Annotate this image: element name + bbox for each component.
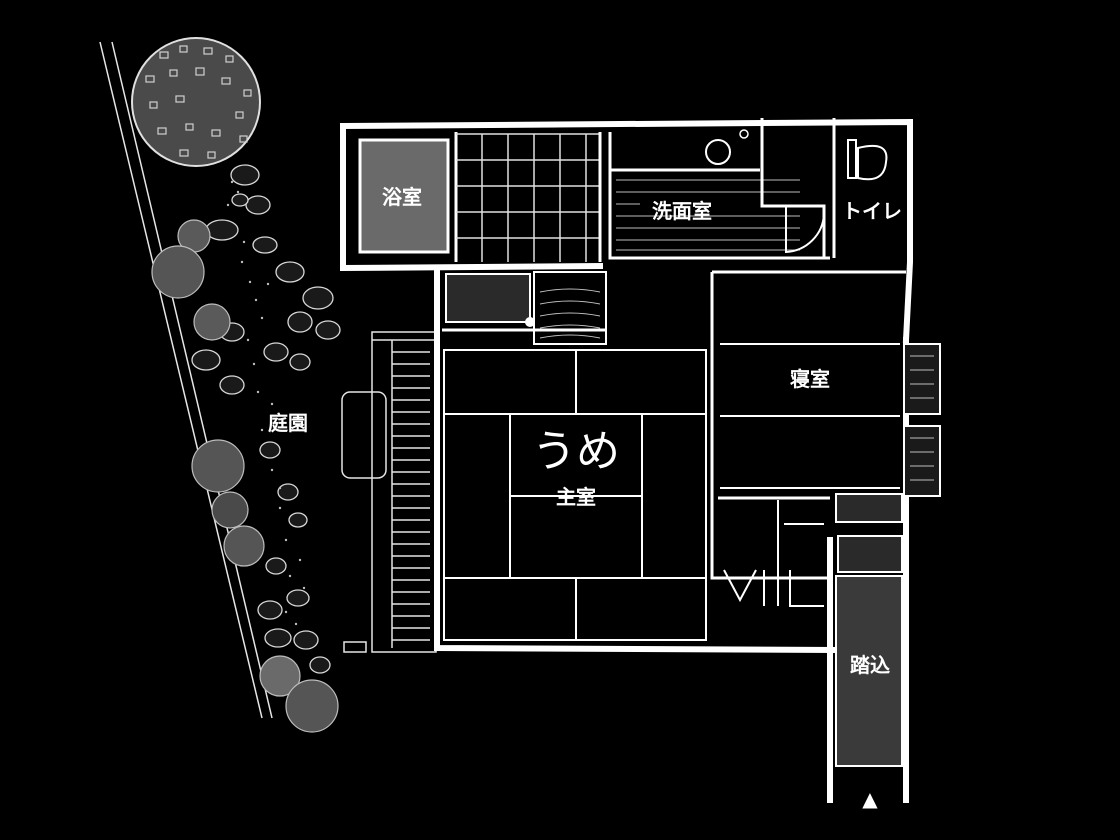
entrance-arrow-icon: ▲ bbox=[862, 787, 878, 811]
room-label-toilet: トイレ bbox=[842, 199, 902, 223]
tree-icon bbox=[191, 439, 245, 493]
garden-bench bbox=[341, 391, 387, 479]
room-label-main: 主室 bbox=[556, 485, 596, 509]
main-room-tatami bbox=[443, 349, 707, 641]
washroom-door-swing bbox=[785, 206, 825, 254]
entry-floor bbox=[835, 575, 903, 767]
toilet-area bbox=[832, 118, 888, 258]
room-label-bedroom: 寝室 bbox=[790, 367, 830, 391]
tree-icon bbox=[151, 245, 205, 299]
washroom-area bbox=[608, 118, 830, 260]
tree-icon bbox=[223, 525, 265, 567]
bathtub bbox=[358, 138, 450, 254]
garden-gravel bbox=[226, 180, 306, 626]
tree-leaf-pattern bbox=[145, 45, 252, 159]
entry-closets bbox=[718, 493, 903, 607]
room-label-washroom: 洗面室 bbox=[652, 199, 712, 223]
room-label-bath: 浴室 bbox=[382, 185, 422, 209]
tree-icon bbox=[193, 303, 231, 341]
room-label-garden: 庭園 bbox=[268, 411, 308, 435]
bedroom-area bbox=[712, 270, 941, 497]
garden-path bbox=[191, 164, 341, 674]
tree-icon bbox=[259, 655, 301, 697]
room-label-entry: 踏込 bbox=[850, 653, 890, 677]
toilet-icon bbox=[857, 144, 888, 181]
veranda-slats bbox=[343, 331, 437, 653]
bath-area bbox=[358, 132, 602, 262]
sink-icon bbox=[705, 139, 731, 165]
closet bbox=[442, 271, 607, 345]
garden-boundary bbox=[99, 41, 273, 719]
tree-icon bbox=[211, 491, 249, 529]
tree-icon bbox=[285, 679, 339, 733]
room-name: うめ bbox=[532, 426, 620, 477]
